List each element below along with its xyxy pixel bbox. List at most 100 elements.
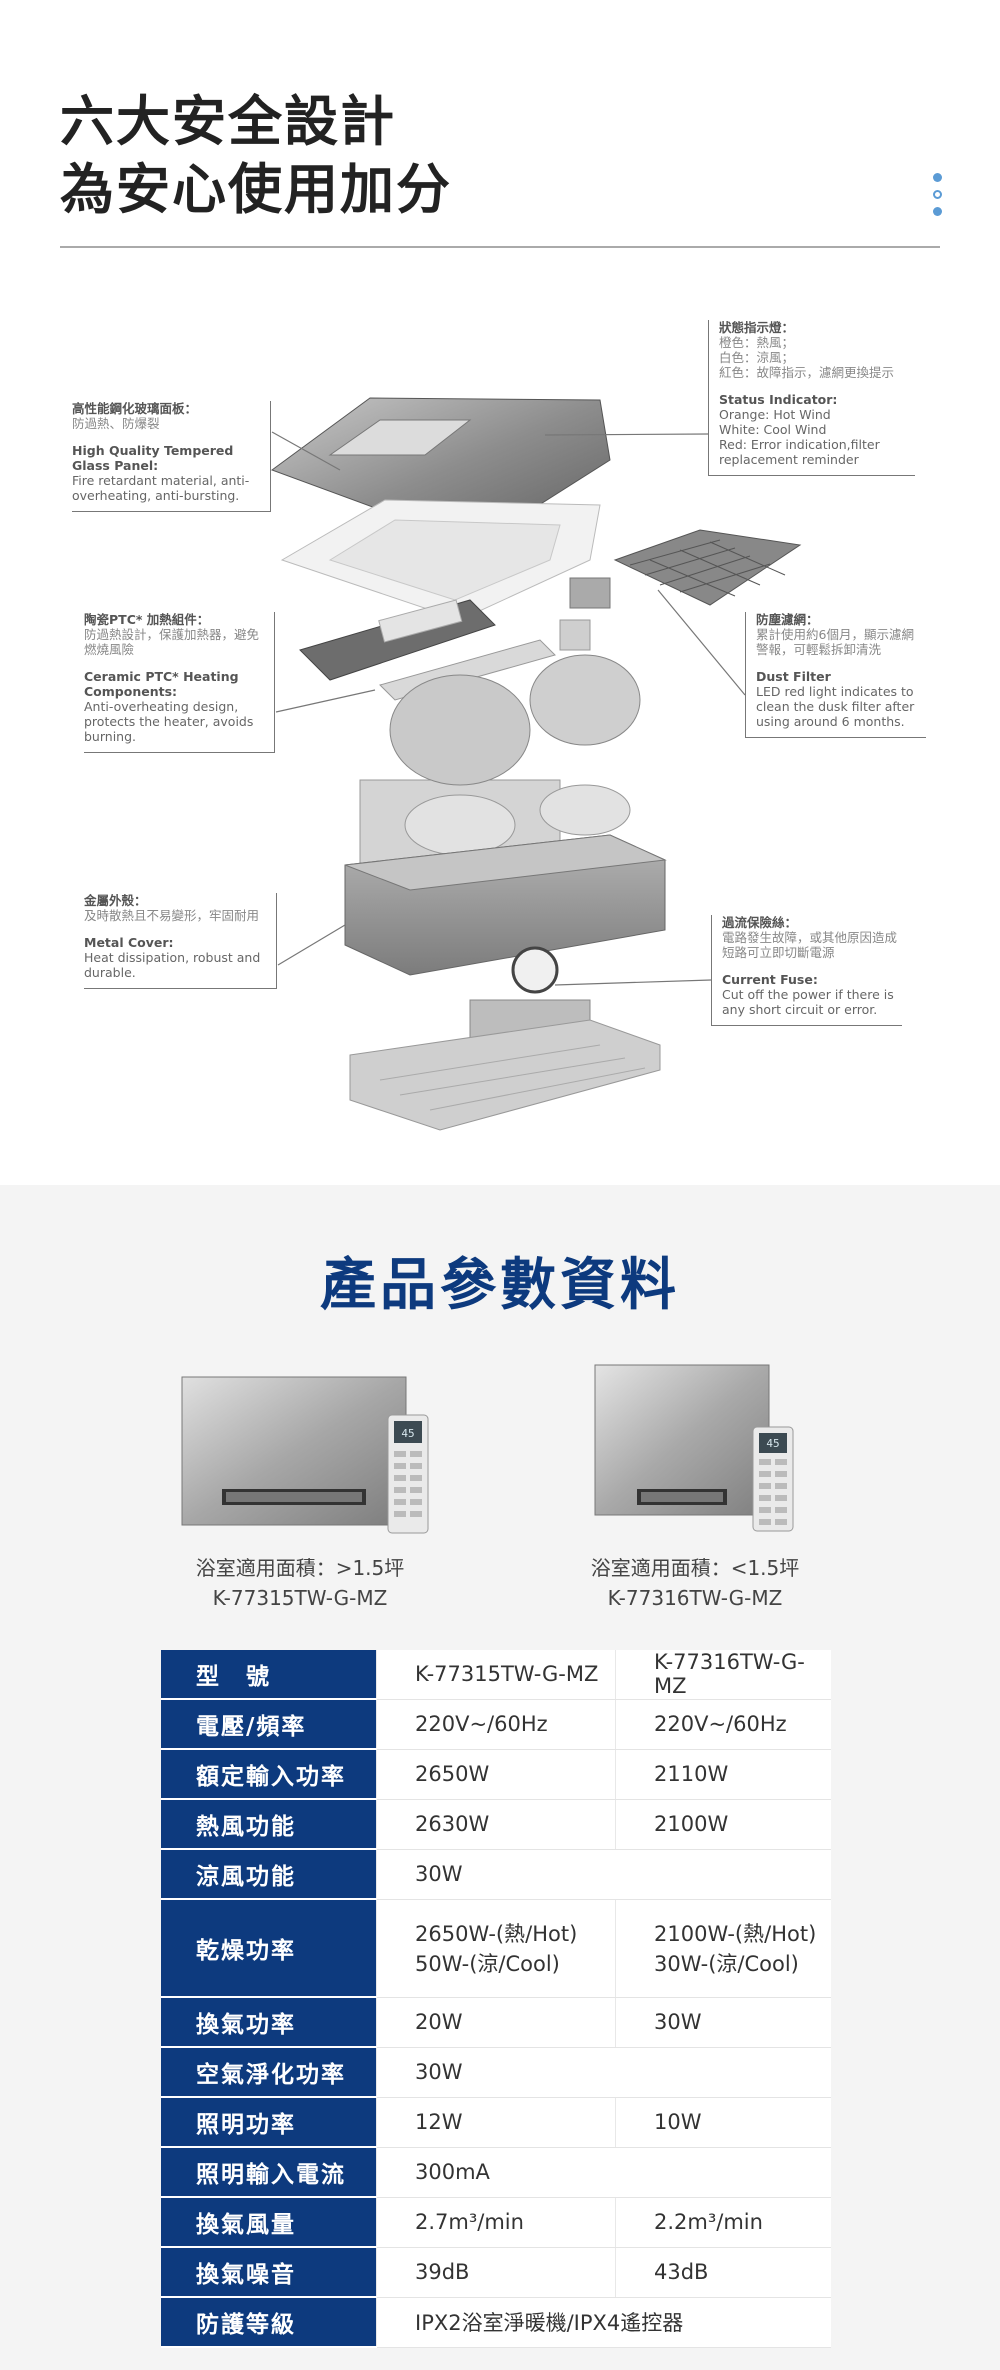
- callout-title-en: Metal Cover:: [84, 935, 174, 950]
- callout-desc-en: White: Cool Wind: [719, 422, 827, 437]
- product-caption-2: 浴室適用面積：<1.5坪 K-77316TW-G-MZ: [555, 1553, 835, 1613]
- callout-desc-zh: 防過熱設計，保護加熱器，避免燃燒風險: [84, 627, 260, 657]
- callout-desc-zh: 電路發生故障，或其他原因造成短路可立即切斷電源: [722, 930, 898, 960]
- product-area: 浴室適用面積：<1.5坪: [590, 1556, 800, 1580]
- callout-title-zh: 過流保險絲：: [722, 915, 798, 930]
- row-label: 換氣風量: [161, 2197, 377, 2248]
- callout-desc-en: Heat dissipation, robust and durable.: [84, 950, 261, 980]
- table-row: 乾燥功率 2650W-(熱/Hot) 50W-(涼/Cool) 2100W-(熱…: [161, 1899, 831, 1998]
- title-line-1: 六大安全設計: [60, 90, 396, 153]
- callout-ptc-heater: 陶瓷PTC* 加熱組件： 防過熱設計，保護加熱器，避免燃燒風險 Ceramic …: [84, 612, 275, 753]
- table-row: 照明功率 12W 10W: [161, 2097, 831, 2148]
- callout-desc-en: Cut off the power if there is any short …: [722, 987, 894, 1017]
- table-row: 涼風功能 30W: [161, 1849, 831, 1900]
- product-caption-1: 浴室適用面積：>1.5坪 K-77315TW-G-MZ: [160, 1553, 440, 1613]
- callout-desc-en: Orange: Hot Wind: [719, 407, 831, 422]
- table-row: 電壓/頻率 220V~/60Hz 220V~/60Hz: [161, 1699, 831, 1750]
- cell-value: K-77316TW-G-MZ: [615, 1650, 831, 1700]
- spec-table: 型 號 K-77315TW-G-MZ K-77316TW-G-MZ 電壓/頻率 …: [161, 1650, 831, 2348]
- product-model: K-77316TW-G-MZ: [607, 1586, 783, 1610]
- callout-title-zh: 金屬外殼：: [84, 893, 147, 908]
- row-label: 換氣噪音: [161, 2247, 377, 2298]
- row-label: 額定輸入功率: [161, 1749, 377, 1800]
- callout-title-zh: 陶瓷PTC* 加熱組件：: [84, 612, 210, 627]
- page-title: 六大安全設計 為安心使用加分: [60, 88, 452, 224]
- callout-desc-zh: 防過熱、防爆裂: [72, 416, 160, 431]
- callout-desc-en: Anti-overheating design, protects the he…: [84, 699, 254, 744]
- table-row: 防護等級 IPX2浴室淨暖機/IPX4遙控器: [161, 2297, 831, 2348]
- cell-value: IPX2浴室淨暖機/IPX4遙控器: [376, 2297, 831, 2348]
- cell-value: 30W: [376, 1849, 831, 1900]
- table-row: 照明輸入電流 300mA: [161, 2147, 831, 2198]
- pagination-dot-active[interactable]: [933, 190, 942, 199]
- cell-value: 220V~/60Hz: [615, 1699, 831, 1750]
- callout-desc-zh: 白色：涼風；: [719, 350, 795, 365]
- callout-title-zh: 狀態指示燈：: [719, 320, 795, 335]
- pagination-dot[interactable]: [933, 207, 942, 216]
- remote-display-text: 45: [766, 1437, 779, 1450]
- specs-title: 產品參數資料: [320, 1253, 680, 1318]
- cell-value: 2650W-(熱/Hot) 50W-(涼/Cool): [376, 1899, 616, 1998]
- callout-dust-filter: 防塵濾網： 累計使用約6個月，顯示濾網警報，可輕鬆拆卸清洗 Dust Filte…: [745, 612, 926, 738]
- product-image-2: 45: [594, 1364, 794, 1532]
- dust-filter-part: [613, 529, 802, 606]
- cell-line: 2650W-(熱/Hot): [415, 1922, 578, 1946]
- cell-value: 2100W-(熱/Hot) 30W-(涼/Cool): [615, 1899, 831, 1998]
- product-image-1: 45: [181, 1376, 429, 1534]
- cell-value: 10W: [615, 2097, 831, 2148]
- callout-metal-cover: 金屬外殼： 及時散熱且不易變形，牢固耐用 Metal Cover: Heat d…: [84, 893, 277, 989]
- cell-value: 12W: [376, 2097, 616, 2148]
- pagination-dot[interactable]: [933, 173, 942, 182]
- table-row: 型 號 K-77315TW-G-MZ K-77316TW-G-MZ: [161, 1650, 831, 1700]
- table-row: 換氣風量 2.7m³/min 2.2m³/min: [161, 2197, 831, 2248]
- cell-value: 30W: [376, 2047, 831, 2098]
- cell-value: 43dB: [615, 2247, 831, 2298]
- cell-value: 39dB: [376, 2247, 616, 2298]
- callout-title-en: Current Fuse:: [722, 972, 818, 987]
- table-row: 換氣功率 20W 30W: [161, 1997, 831, 2048]
- callout-title-zh: 高性能鋼化玻璃面板：: [72, 401, 198, 416]
- callout-title-en: Ceramic PTC* Heating Components:: [84, 669, 239, 699]
- cell-value: 20W: [376, 1997, 616, 2048]
- cell-value: 220V~/60Hz: [376, 1699, 616, 1750]
- callout-desc-en: Fire retardant material, anti-overheatin…: [72, 473, 250, 503]
- table-row: 空氣淨化功率 30W: [161, 2047, 831, 2098]
- product-model: K-77315TW-G-MZ: [212, 1586, 388, 1610]
- row-label: 涼風功能: [161, 1849, 377, 1900]
- callout-desc-zh: 累計使用約6個月，顯示濾網警報，可輕鬆拆卸清洗: [756, 627, 914, 657]
- cell-value: K-77315TW-G-MZ: [376, 1650, 616, 1700]
- cell-value: 30W: [615, 1997, 831, 2048]
- pagination-dots[interactable]: [933, 173, 942, 224]
- remote-display-text: 45: [401, 1427, 414, 1440]
- cell-value: 2.2m³/min: [615, 2197, 831, 2248]
- callout-desc-zh: 橙色：熱風；: [719, 335, 795, 350]
- row-label: 型 號: [161, 1650, 377, 1700]
- row-label: 照明輸入電流: [161, 2147, 377, 2198]
- callout-title-zh: 防塵濾網：: [756, 612, 819, 627]
- base-tray-part: [349, 1019, 661, 1131]
- cell-value: 2630W: [376, 1799, 616, 1850]
- callout-current-fuse: 過流保險絲： 電路發生故障，或其他原因造成短路可立即切斷電源 Current F…: [711, 915, 902, 1026]
- cell-value: 2100W: [615, 1799, 831, 1850]
- exploded-diagram: [270, 397, 802, 1131]
- row-label: 熱風功能: [161, 1799, 377, 1850]
- callout-desc-zh: 及時散熱且不易變形，牢固耐用: [84, 908, 260, 923]
- table-row: 額定輸入功率 2650W 2110W: [161, 1749, 831, 1800]
- row-label: 防護等級: [161, 2297, 377, 2348]
- callout-title-en: High Quality Tempered Glass Panel:: [72, 443, 234, 473]
- row-label: 照明功率: [161, 2097, 377, 2148]
- cell-line: 50W-(涼/Cool): [415, 1952, 560, 1976]
- callout-desc-zh: 紅色：故障指示，濾網更換提示: [719, 365, 895, 380]
- callout-status-indicator: 狀態指示燈： 橙色：熱風； 白色：涼風； 紅色：故障指示，濾網更換提示 Stat…: [708, 320, 915, 476]
- cell-value: 300mA: [376, 2147, 831, 2198]
- callout-glass-panel: 高性能鋼化玻璃面板： 防過熱、防爆裂 High Quality Tempered…: [72, 401, 271, 512]
- title-line-2: 為安心使用加分: [60, 158, 452, 221]
- row-label: 換氣功率: [161, 1997, 377, 2048]
- cell-value: 2650W: [376, 1749, 616, 1800]
- callout-desc-en: Red: Error indication,filter replacement…: [719, 437, 880, 467]
- divider: [60, 246, 940, 248]
- feature-section: 六大安全設計 為安心使用加分: [60, 88, 942, 1131]
- callout-title-en: Status Indicator:: [719, 392, 838, 407]
- callout-desc-en: LED red light indicates to clean the dus…: [756, 684, 915, 729]
- row-label: 空氣淨化功率: [161, 2047, 377, 2098]
